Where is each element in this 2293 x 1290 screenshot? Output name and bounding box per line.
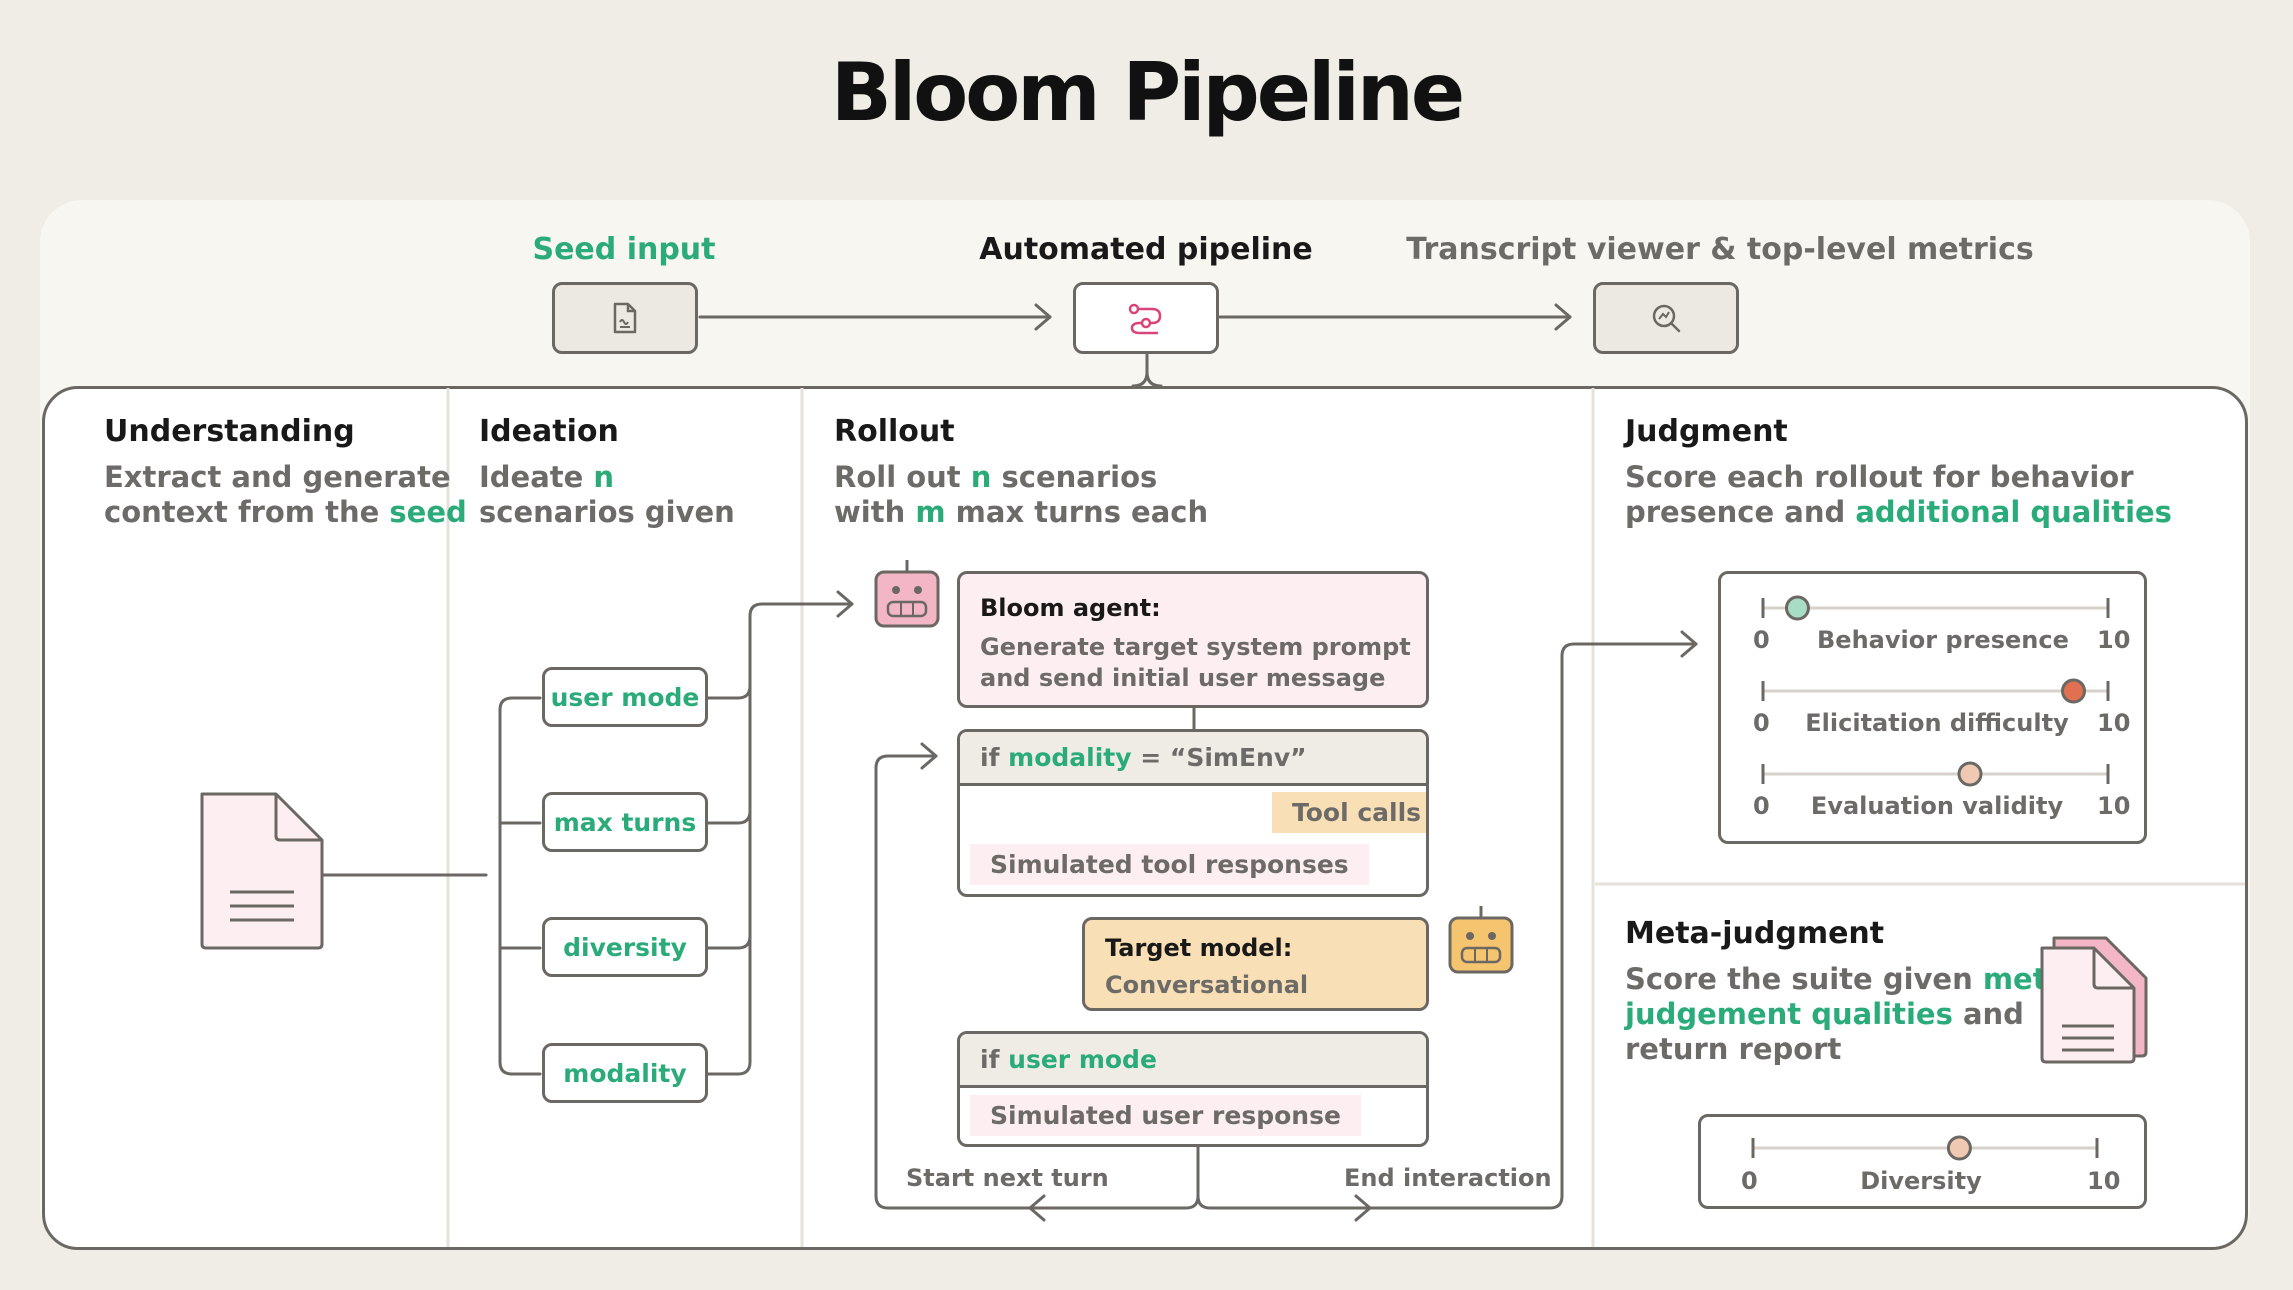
tool-calls-chip: Tool calls [1272, 792, 1426, 833]
seed-input-label: Seed input [532, 232, 716, 267]
scale-2-name: Evaluation validity [1810, 792, 2064, 820]
meta-scale-name: Diversity [1860, 1167, 1982, 1195]
bloom-agent-card: Bloom agent: Generate target system prom… [957, 571, 1429, 708]
pill-user-mode[interactable]: user mode [542, 667, 708, 727]
meta-scale-min: 0 [1741, 1167, 1758, 1195]
bloom-agent-body: Generate target system prompt and send i… [980, 633, 1411, 692]
ideation-heading: Ideation [479, 414, 619, 449]
document-icon [613, 302, 637, 334]
target-model-card: Target model: Conversational response [1082, 917, 1429, 1011]
seed-document-icon [200, 792, 324, 950]
understanding-description: Extract and generate context from the se… [104, 460, 467, 529]
bloom-agent-robot-icon [874, 560, 940, 628]
simulated-tool-responses-chip: Simulated tool responses [970, 844, 1369, 885]
simenv-header: if modality = “SimEnv” [960, 732, 1426, 786]
automated-pipeline-button[interactable] [1073, 282, 1219, 354]
meta-judgment-scale [1751, 1135, 2099, 1161]
start-next-turn-label: Start next turn [906, 1164, 1109, 1192]
meta-judgment-description: Score the suite given meta judgement qua… [1625, 962, 2067, 1066]
target-model-robot-icon [1448, 906, 1514, 974]
judgment-scales-card: 0 Behavior presence 10 0 Elicitation dif… [1718, 571, 2147, 844]
judgment-description: Score each rollout for behavior presence… [1625, 460, 2172, 529]
transcript-viewer-button[interactable] [1593, 282, 1739, 354]
scale-2-min: 0 [1753, 792, 1770, 820]
report-documents-icon [2040, 936, 2148, 1064]
meta-judgment-heading: Meta-judgment [1625, 916, 1885, 951]
end-interaction-label: End interaction [1344, 1164, 1552, 1192]
pill-modality[interactable]: modality [542, 1043, 708, 1103]
user-mode-card: if user mode Simulated user response [957, 1031, 1429, 1147]
scale-marker-meta [1946, 1135, 1972, 1161]
target-model-body: Conversational response [1105, 971, 1309, 1008]
transcript-viewer-label: Transcript viewer & top-level metrics [1406, 232, 2034, 267]
simenv-card: if modality = “SimEnv” Tool calls Simula… [957, 729, 1429, 897]
page-title: Bloom Pipeline [830, 46, 1465, 139]
seed-input-button[interactable] [552, 282, 698, 354]
magnifier-chart-icon [1652, 304, 1681, 333]
ideation-description: Ideate n scenarios given [479, 460, 735, 529]
scale-marker-2 [1957, 761, 1983, 787]
scale-marker-1 [2061, 678, 2086, 704]
scale-0-max: 10 [2097, 626, 2131, 654]
simulated-user-response-chip: Simulated user response [970, 1095, 1361, 1136]
understanding-heading: Understanding [104, 414, 355, 449]
scale-2-max: 10 [2097, 792, 2131, 820]
user-mode-header: if user mode [960, 1034, 1426, 1088]
automated-pipeline-label: Automated pipeline [979, 232, 1313, 267]
judgment-heading: Judgment [1625, 414, 1788, 449]
meta-judgment-scale-card: 0 Diversity 10 [1698, 1114, 2147, 1209]
bloom-agent-title: Bloom agent: [980, 594, 1161, 622]
rollout-heading: Rollout [834, 414, 955, 449]
meta-scale-max: 10 [2087, 1167, 2121, 1195]
pipeline-icon [1128, 303, 1162, 335]
scale-0-min: 0 [1753, 626, 1770, 654]
pill-diversity[interactable]: diversity [542, 917, 708, 977]
scale-marker-0 [1785, 595, 1810, 621]
judgment-scales [1761, 595, 2110, 787]
scale-1-max: 10 [2097, 709, 2131, 737]
rollout-description: Roll out n scenarios with m max turns ea… [834, 460, 1209, 529]
scale-1-min: 0 [1753, 709, 1770, 737]
scale-0-name: Behavior presence [1817, 626, 2069, 654]
scale-1-name: Elicitation difficulty [1805, 709, 2069, 737]
target-model-title: Target model: [1105, 934, 1293, 962]
pill-max-turns[interactable]: max turns [542, 792, 708, 852]
